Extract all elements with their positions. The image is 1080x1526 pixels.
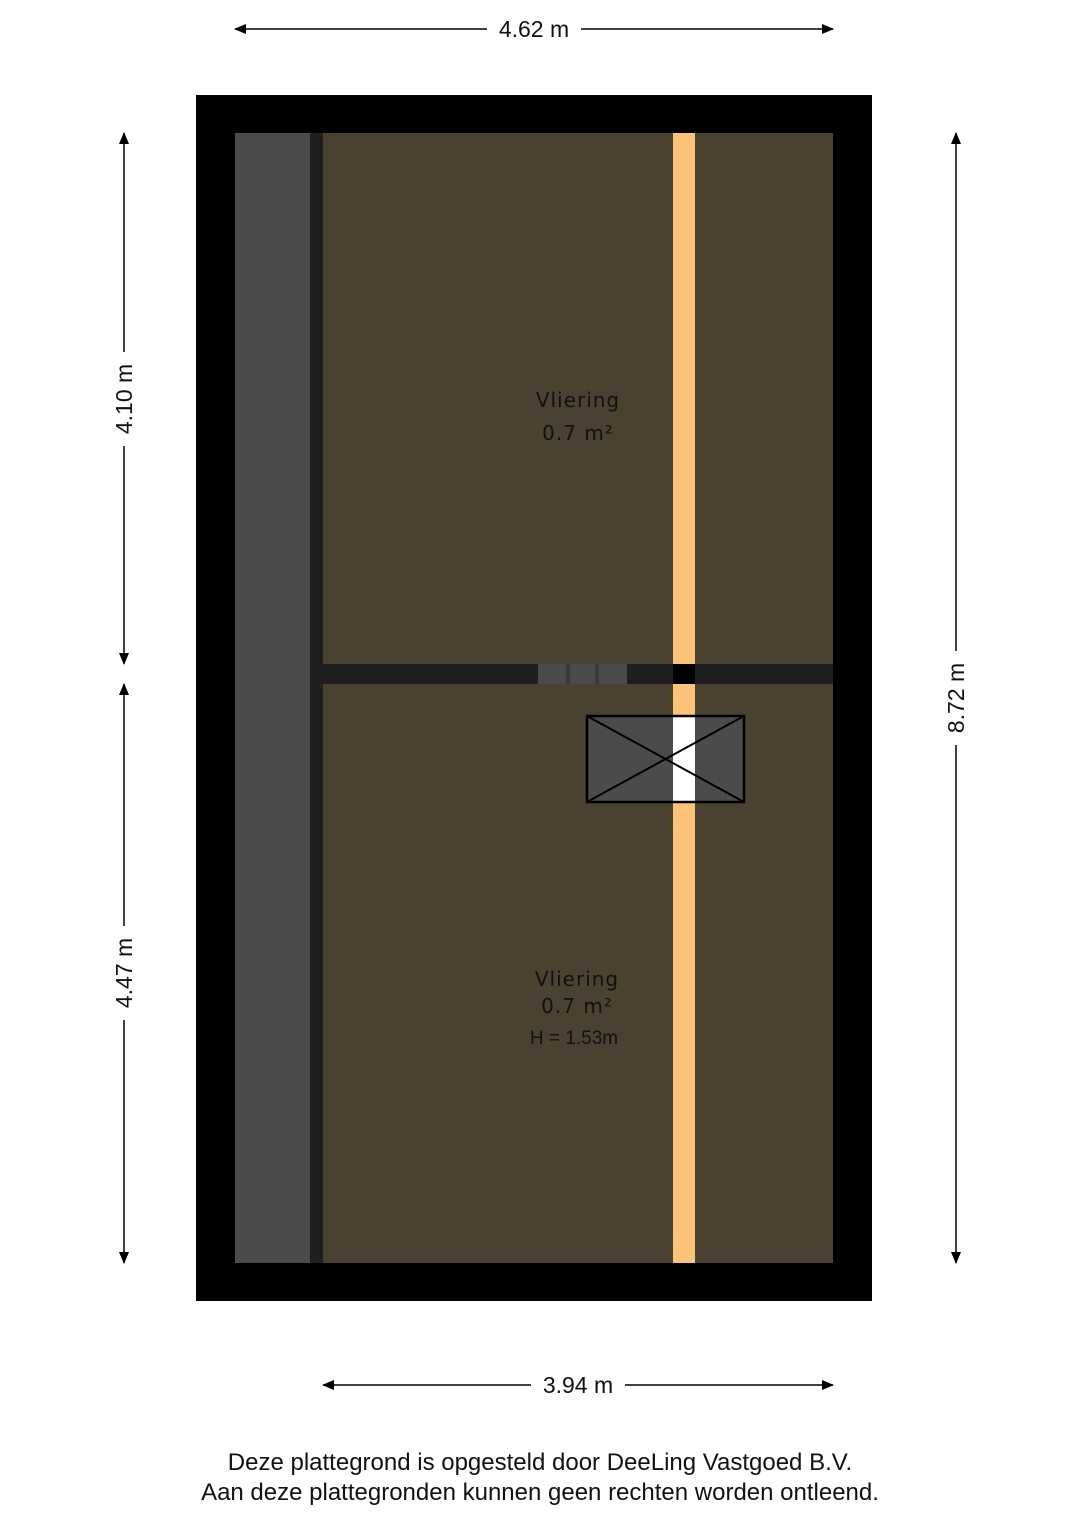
disclaimer-line-2: Aan deze plattegronden kunnen geen recht… [201,1479,879,1506]
room-2-area: 0.7 m² [541,994,613,1018]
partition-opening [538,664,627,684]
roof-slope-strip [235,133,310,1263]
room-1-name: Vliering [536,388,620,412]
hatch-beam-gap [673,717,695,801]
dim-bottom-label: 3.94 m [543,1372,613,1398]
hatch-outline [585,714,746,804]
dim-top-label: 4.62 m [499,16,569,42]
dim-right-label: 8.72 m [943,663,969,733]
hatch-cross-2 [586,715,745,803]
disclaimer: Deze plattegrond is opgesteld door DeeLi… [0,1448,1080,1508]
dim-left-lower-label: 4.47 m [111,938,137,1008]
room-2-name: Vliering [535,967,619,991]
room-1-area: 0.7 m² [542,421,614,445]
beam-crossing [673,664,695,684]
floor-area [235,133,833,1263]
knee-wall [310,133,323,1263]
roof-beam [673,133,695,1263]
disclaimer-line-1: Deze plattegrond is opgesteld door DeeLi… [227,1449,853,1476]
room-2-height: H = 1.53m [530,1028,618,1049]
dim-left-upper-label: 4.10 m [111,364,137,434]
